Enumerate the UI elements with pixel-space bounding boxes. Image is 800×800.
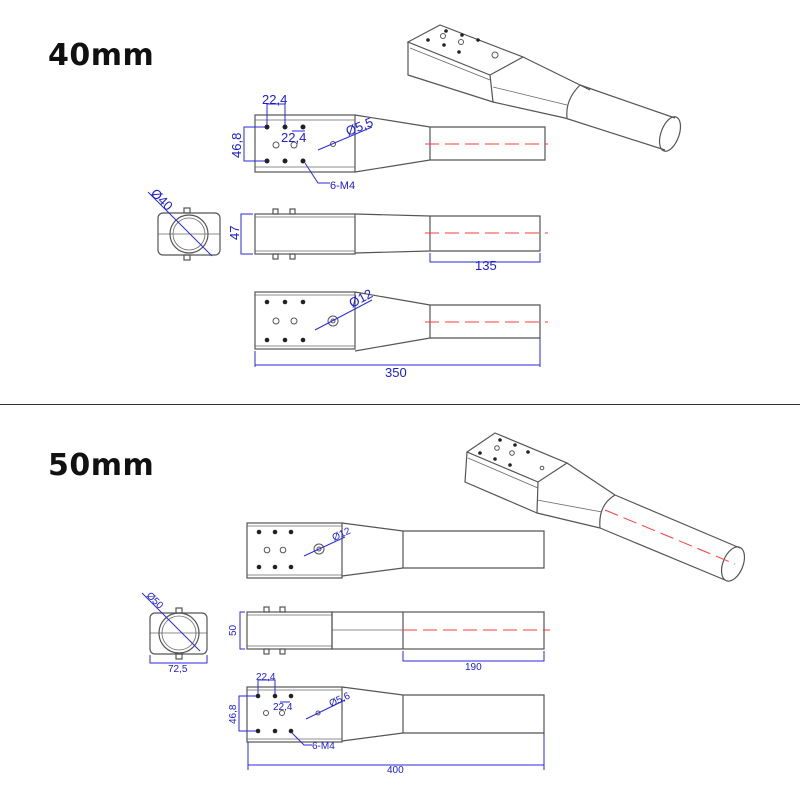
- side-view-40mm: [240, 208, 548, 263]
- thread-callout-40: 6-M4: [330, 180, 355, 192]
- dim-hole-spacing-y-40: 46,8: [229, 133, 244, 158]
- isometric-view-50mm: [464, 432, 746, 582]
- top-view-50mm-bolt: [246, 522, 545, 579]
- dim-small-hole-50: Ø5,6: [328, 690, 353, 709]
- dim-height-50: 50: [228, 624, 239, 636]
- dim-hole-spacing-x-50: 22,4: [256, 672, 276, 683]
- section-divider: [0, 404, 800, 405]
- dim-tube-diameter-50: Ø50: [144, 590, 165, 611]
- section-title-50mm: 50mm: [48, 448, 155, 483]
- dim-overall-length-40: 350: [385, 365, 407, 380]
- dim-overall-length-50: 400: [387, 765, 404, 776]
- dim-hole-spacing-x-40: 22,4: [262, 92, 287, 107]
- dim-tube-diameter-40: Ø40: [148, 186, 176, 214]
- section-title-40mm: 40mm: [48, 38, 155, 73]
- isometric-view-40mm: [406, 24, 682, 152]
- side-view-50mm: [239, 606, 550, 662]
- dim-hole-spacing-x2-40: 22,4: [281, 130, 306, 145]
- thread-callout-50: 6-M4: [312, 741, 335, 752]
- dim-hole-spacing-y-50: 46,8: [228, 704, 239, 724]
- dim-tube-length-40: 135: [475, 258, 497, 273]
- top-view-40mm-holes: [243, 103, 548, 184]
- end-view-40mm: [147, 191, 221, 261]
- dim-tube-length-50: 190: [465, 662, 482, 673]
- top-view-40mm-bolt: [254, 291, 548, 367]
- dim-bolt-diameter-40: Ø12: [346, 286, 375, 311]
- end-view-50mm: [141, 592, 208, 664]
- dim-hole-spacing-x2-50: 22,4: [273, 702, 293, 713]
- dim-small-hole-40: Ø5,5: [344, 114, 376, 138]
- dim-width-50: 72,5: [168, 664, 188, 675]
- top-view-50mm-holes: [238, 679, 545, 770]
- dim-height-40: 47: [227, 226, 242, 240]
